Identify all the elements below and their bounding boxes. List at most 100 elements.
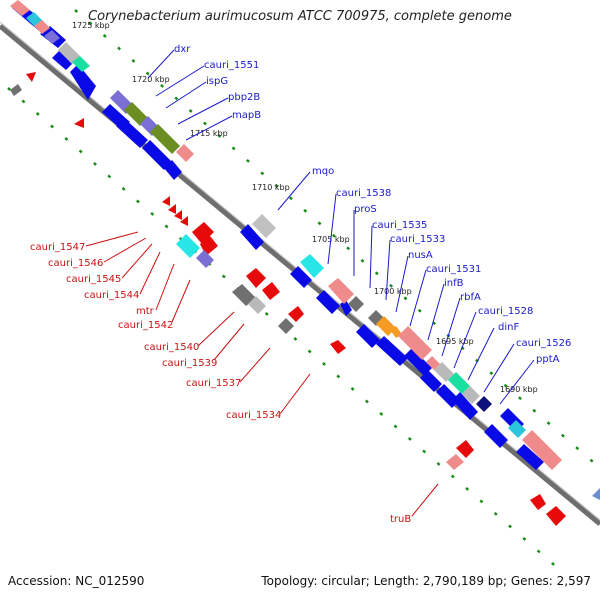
forward-gene-arrow[interactable]	[164, 160, 182, 180]
gene-label-cauri-1534[interactable]: cauri_1534	[226, 410, 281, 421]
gene-block[interactable]	[462, 386, 480, 404]
gene-label-cauri-1533[interactable]: cauri_1533	[390, 234, 445, 245]
gene-label-infb[interactable]: infB	[444, 278, 464, 289]
gene-label-cauri-1537[interactable]: cauri_1537	[186, 378, 241, 389]
gene-label-pbp2b[interactable]: pbp2B	[228, 92, 260, 103]
reverse-gene-arrow[interactable]	[246, 268, 266, 288]
reverse-gene-arrow[interactable]	[330, 340, 346, 354]
gene-block[interactable]	[248, 296, 266, 314]
forward-gene-arrow[interactable]	[376, 336, 408, 366]
gene-label-rbfa[interactable]: rbfA	[460, 292, 481, 303]
gene-block[interactable]	[522, 430, 562, 470]
gene-block[interactable]	[426, 356, 440, 370]
forward-gene-arrow[interactable]	[340, 300, 352, 316]
gene-label-ispg[interactable]: ispG	[206, 76, 228, 87]
gene-label-ppta[interactable]: pptA	[536, 354, 560, 365]
gene-label-cauri-1528[interactable]: cauri_1528	[478, 306, 533, 317]
reverse-gene-arrow[interactable]	[546, 506, 566, 526]
gene-block[interactable]	[300, 254, 324, 278]
gene-label-cauri-1535[interactable]: cauri_1535	[372, 220, 427, 231]
gene-block[interactable]	[448, 372, 470, 394]
gene-label-cauri-1526[interactable]: cauri_1526	[516, 338, 571, 349]
gene-label-dxr[interactable]: dxr	[174, 44, 191, 55]
gene-label-cauri-1545[interactable]: cauri_1545	[66, 274, 121, 285]
forward-gene-arrow[interactable]	[316, 290, 340, 314]
reverse-gene-arrow[interactable]	[288, 306, 304, 322]
gene-block[interactable]	[278, 318, 294, 334]
gene-block[interactable]	[348, 296, 364, 312]
gene-block[interactable]	[508, 420, 526, 438]
reverse-gene-arrow[interactable]	[168, 204, 176, 214]
gene-label-mqo[interactable]: mqo	[312, 166, 334, 177]
reverse-gene-arrow[interactable]	[530, 494, 546, 510]
gene-block[interactable]	[328, 278, 354, 304]
gene-label-nusa[interactable]: nusA	[408, 250, 433, 261]
gene-label-cauri-1551[interactable]: cauri_1551	[204, 60, 259, 71]
map-title: Corynebacterium aurimucosum ATCC 700975,…	[88, 9, 512, 24]
reverse-gene-arrow[interactable]	[74, 118, 84, 128]
gene-label-cauri-1538[interactable]: cauri_1538	[336, 188, 391, 199]
scale-label: 1710 kbp	[252, 183, 290, 192]
forward-gene-arrow[interactable]	[52, 50, 74, 70]
outer-tick-track	[74, 9, 600, 469]
forward-gene-arrow[interactable]	[452, 392, 478, 420]
forward-gene-arrow[interactable]	[516, 444, 544, 470]
scale-label: 1690 kbp	[500, 385, 538, 394]
forward-gene-arrow[interactable]	[290, 266, 312, 288]
reverse-gene-arrow[interactable]	[26, 72, 36, 82]
gene-label-cauri-1544[interactable]: cauri_1544	[84, 290, 139, 301]
gene-label-dinf[interactable]: dinF	[498, 322, 519, 333]
forward-gene-arrow[interactable]	[116, 118, 148, 148]
gene-block[interactable]	[72, 56, 90, 72]
reverse-gene-arrow[interactable]	[162, 196, 170, 206]
gene-label-cauri-1546[interactable]: cauri_1546	[48, 258, 103, 269]
forward-gene-arrow[interactable]	[420, 370, 442, 392]
gene-block[interactable]	[232, 284, 256, 306]
gene-block[interactable]	[58, 42, 80, 64]
reverse-gene-arrow[interactable]	[456, 440, 474, 458]
scale-label: 1715 kbp	[190, 129, 228, 138]
gene-block[interactable]	[150, 124, 180, 154]
gene-block[interactable]	[446, 454, 464, 470]
forward-gene-label-text: dxr cauri_1551 ispG pbp2B mapB mqo cauri…	[174, 44, 571, 365]
gene-block[interactable]	[196, 250, 214, 268]
gene-block[interactable]	[44, 30, 60, 44]
accession-text: Accession: NC_012590	[8, 574, 145, 588]
gene-block[interactable]	[34, 20, 50, 34]
gene-block[interactable]	[124, 102, 148, 126]
gene-block[interactable]	[176, 144, 194, 162]
gene-label-cauri-1547[interactable]: cauri_1547	[30, 242, 85, 253]
reverse-gene-labels	[85, 231, 439, 517]
forward-gene-arrow[interactable]	[70, 64, 96, 100]
gene-block[interactable]	[398, 326, 432, 360]
reverse-gene-arrow[interactable]	[180, 216, 188, 226]
reverse-gene-arrow[interactable]	[262, 282, 280, 300]
gene-label-cauri-1540[interactable]: cauri_1540	[144, 342, 199, 353]
forward-gene-arrow[interactable]	[142, 140, 172, 170]
gene-label-mapb[interactable]: mapB	[232, 110, 261, 121]
reverse-gene-arrow[interactable]	[174, 210, 182, 220]
gene-block[interactable]	[252, 214, 276, 238]
forward-gene-arrow[interactable]	[484, 424, 508, 448]
gene-block[interactable]	[176, 234, 200, 258]
forward-gene-arrow[interactable]	[240, 224, 264, 250]
gene-label-trub[interactable]: truB	[390, 514, 411, 525]
reverse-gene-arrow[interactable]	[192, 222, 214, 244]
gene-label-mtr[interactable]: mtr	[136, 306, 155, 317]
gene-block[interactable]	[10, 0, 30, 16]
forward-gene-arrow[interactable]	[404, 348, 432, 376]
forward-genes	[12, 2, 544, 470]
gene-block[interactable]	[476, 396, 492, 412]
gene-block[interactable]	[434, 362, 454, 382]
gene-label-cauri-1542[interactable]: cauri_1542	[118, 320, 173, 331]
scale-label: 1695 kbp	[436, 337, 474, 346]
gene-block[interactable]	[592, 488, 600, 500]
gene-label-pros[interactable]: proS	[354, 204, 377, 215]
gene-label-cauri-1531[interactable]: cauri_1531	[426, 264, 481, 275]
scale-label: 1725 kbp	[72, 21, 110, 30]
scale-labels: 1725 kbp 1720 kbp 1715 kbp 1710 kbp 1705…	[72, 21, 538, 394]
gene-label-cauri-1539[interactable]: cauri_1539	[162, 358, 217, 369]
forward-gene-arrow[interactable]	[356, 324, 380, 348]
gene-block[interactable]	[10, 84, 22, 96]
